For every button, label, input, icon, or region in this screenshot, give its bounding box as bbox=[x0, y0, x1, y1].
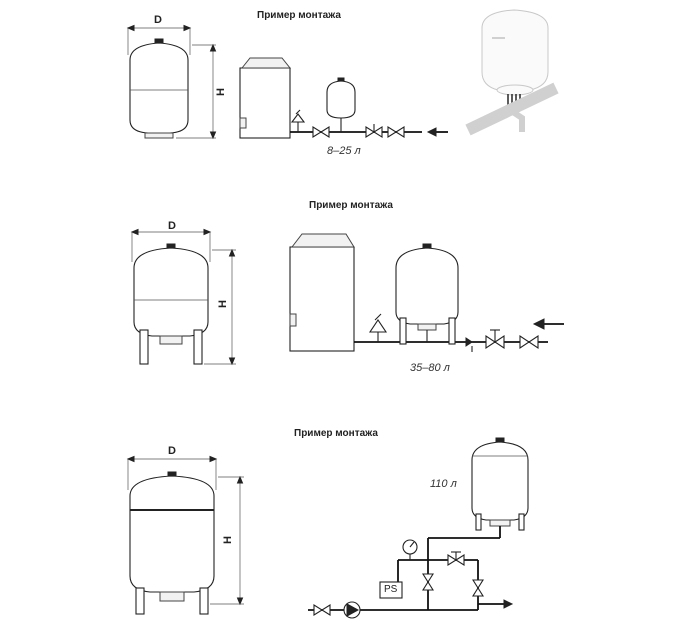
row2-volume-label: 35–80 л bbox=[410, 362, 450, 374]
row1-wall-mount-illustration bbox=[465, 9, 559, 136]
row2-height-label: H bbox=[216, 300, 229, 308]
row2-tank-outline bbox=[130, 228, 236, 366]
row2-diameter-label: D bbox=[168, 220, 176, 232]
row1-height-label: H bbox=[214, 88, 227, 96]
pressure-switch-label: PS bbox=[384, 584, 398, 595]
row3-heading: Пример монтажа bbox=[294, 428, 378, 439]
row3-installation-scheme bbox=[308, 437, 529, 619]
row3-tank-outline bbox=[126, 455, 244, 615]
row2-installation-scheme bbox=[289, 233, 564, 352]
row3-volume-label: 110 л bbox=[430, 478, 457, 490]
row1-diameter-label: D bbox=[154, 14, 162, 26]
row3-height-label: H bbox=[221, 536, 234, 544]
row1-heading: Пример монтажа bbox=[257, 10, 341, 21]
row3-diameter-label: D bbox=[168, 445, 176, 457]
row2-heading: Пример монтажа bbox=[309, 200, 393, 211]
row1-tank-outline bbox=[126, 24, 217, 140]
row1-volume-label: 8–25 л bbox=[327, 145, 361, 157]
row1-installation-scheme bbox=[239, 57, 448, 139]
